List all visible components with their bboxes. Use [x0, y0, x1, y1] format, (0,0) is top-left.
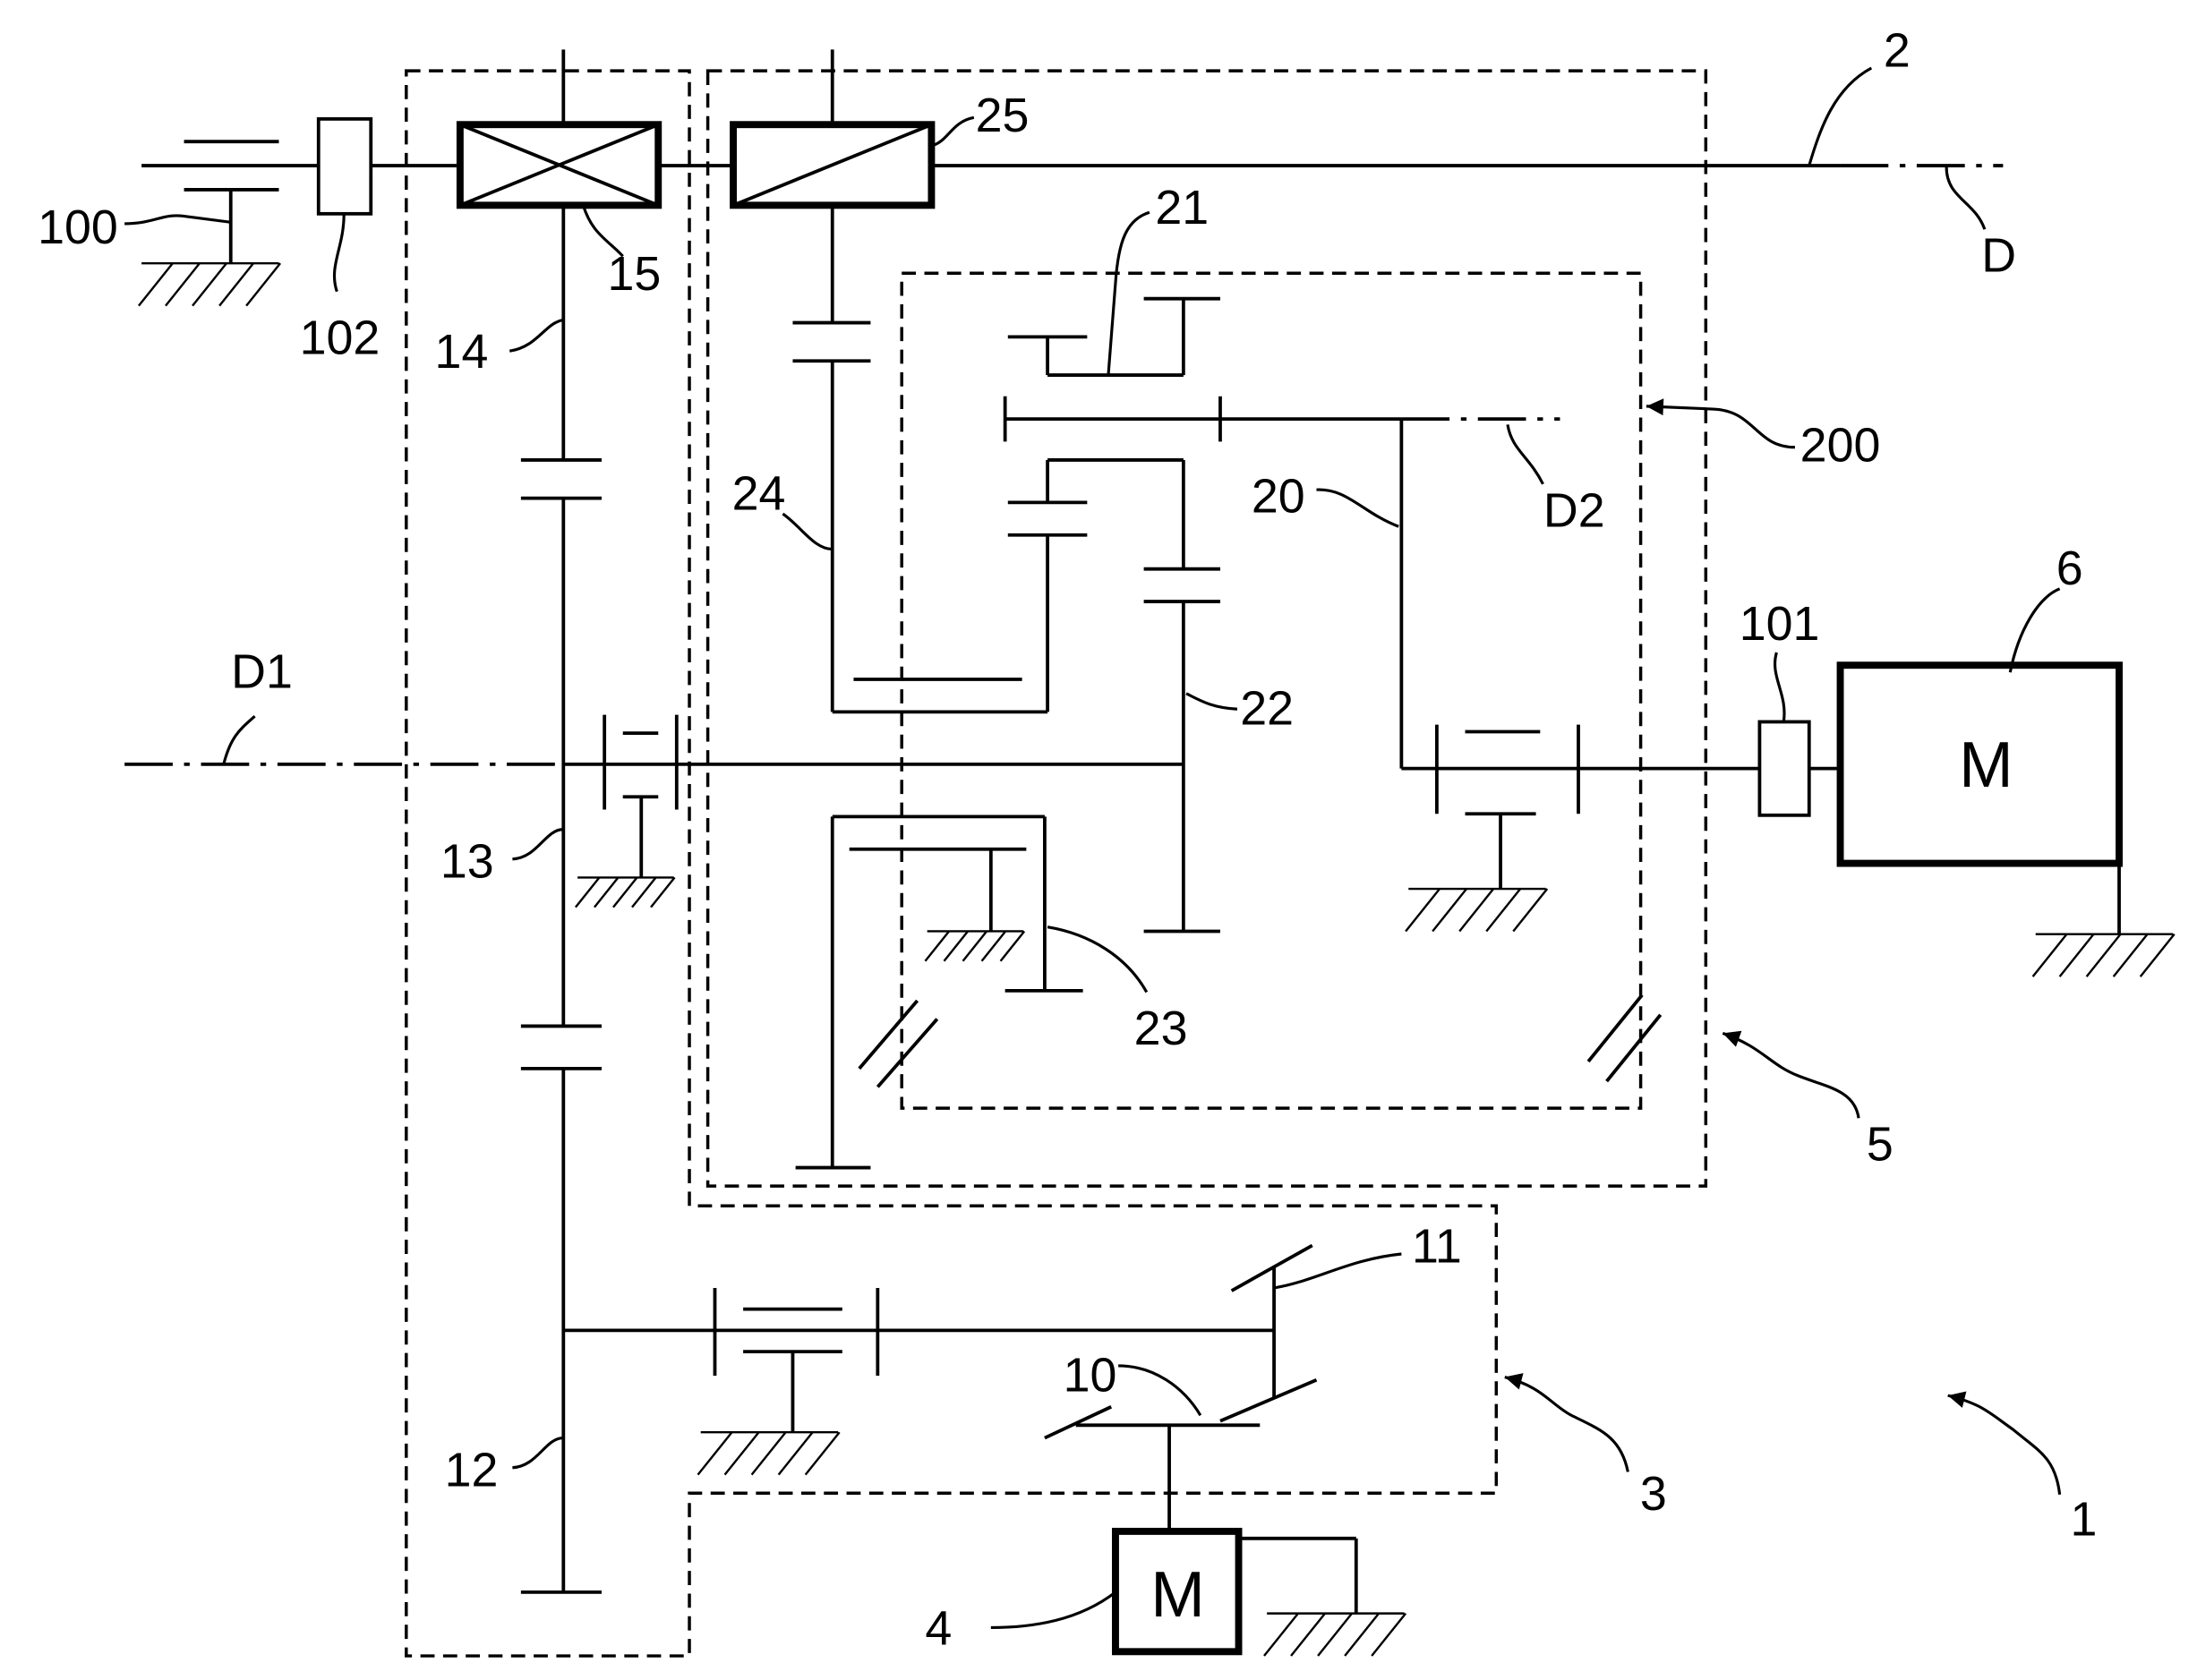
- leader-6: [2010, 589, 2059, 672]
- bevel-face-line: [1232, 1246, 1312, 1292]
- break-mark-line: [1607, 1015, 1661, 1081]
- label-200: 200: [1800, 419, 1881, 473]
- leader-d2: [1508, 424, 1543, 483]
- motor-6-glyph: M: [1959, 729, 2013, 801]
- label-2: 2: [1884, 23, 1911, 77]
- leader-21: [1108, 212, 1150, 373]
- label-13: 13: [440, 834, 494, 888]
- label-102: 102: [300, 311, 380, 364]
- leader-22: [1186, 694, 1237, 709]
- leader-arrow-3: [1505, 1377, 1629, 1472]
- leader-d: [1946, 167, 1985, 230]
- label-22: 22: [1240, 682, 1294, 736]
- leader-arrow-5: [1723, 1033, 1859, 1118]
- break-mark-line: [877, 1019, 936, 1087]
- bearing-d1: [576, 715, 677, 908]
- ground-symbol-use: [576, 877, 675, 907]
- label-15: 15: [607, 247, 661, 301]
- break-mark-line: [1588, 995, 1642, 1062]
- leader-4: [991, 1592, 1116, 1628]
- label-23: 23: [1134, 1002, 1188, 1055]
- leader-12: [512, 1438, 563, 1468]
- motor-4-glyph: M: [1150, 1558, 1205, 1631]
- break-marks: [859, 995, 1661, 1087]
- gear-23: [796, 816, 1083, 1167]
- axis-d2: [1005, 397, 1560, 442]
- label-101: 101: [1740, 597, 1820, 651]
- leader-24: [782, 514, 832, 550]
- leader-13: [512, 830, 563, 859]
- reference-labels: 2 25 100 102 15 14 21 D 200 24 20 D2 6 1…: [38, 23, 2097, 1655]
- label-3: 3: [1640, 1467, 1667, 1521]
- label-d2: D2: [1543, 483, 1605, 537]
- ground-symbol-use: [1264, 1614, 1406, 1656]
- leader-100: [124, 216, 231, 224]
- leader-11: [1274, 1254, 1401, 1288]
- bevel-face-line: [1045, 1407, 1111, 1438]
- leader-arrow-1: [1948, 1395, 2060, 1495]
- label-1: 1: [2071, 1493, 2098, 1547]
- label-100: 100: [38, 200, 118, 254]
- ground-symbol-use: [139, 263, 280, 305]
- vertical-shaft-14-13-12: [521, 205, 602, 1592]
- label-11: 11: [1412, 1219, 1462, 1273]
- bevel-face-line: [1220, 1380, 1317, 1421]
- bearing-right: [1406, 725, 1578, 932]
- leader-23: [1047, 927, 1147, 993]
- gear-15: [460, 49, 658, 205]
- leader-arrow-200: [1646, 406, 1795, 448]
- shaft-24-train: [792, 205, 1220, 931]
- leader-25: [931, 117, 973, 146]
- leader-102: [334, 214, 344, 292]
- label-20: 20: [1252, 469, 1305, 523]
- ground-symbol-use: [2033, 934, 2175, 976]
- label-24: 24: [732, 466, 786, 520]
- dashed-outlines: [406, 71, 1706, 1656]
- label-14: 14: [435, 325, 489, 379]
- break-mark-line: [859, 1001, 918, 1069]
- leader-10: [1118, 1366, 1201, 1415]
- label-d1: D1: [231, 645, 293, 699]
- leader-14: [509, 320, 563, 351]
- motor-4-assembly: M: [1116, 1531, 1406, 1656]
- assembly-5-outline: [708, 71, 1706, 1186]
- leader-101: [1775, 652, 1784, 721]
- leader-d1: [224, 716, 255, 764]
- label-d: D: [1981, 229, 2016, 283]
- label-4: 4: [925, 1601, 952, 1655]
- label-12: 12: [445, 1443, 499, 1497]
- gear-25-diagonal-line: [733, 124, 931, 205]
- leader-20: [1317, 490, 1399, 526]
- assembly-3-outline: [406, 71, 1497, 1656]
- motor-6-assembly: M: [1759, 665, 2174, 976]
- label-6: 6: [2056, 542, 2083, 595]
- label-10: 10: [1064, 1348, 1117, 1402]
- label-21: 21: [1155, 181, 1209, 235]
- ground-symbol-use: [925, 931, 1024, 960]
- label-25: 25: [976, 89, 1030, 142]
- leader-2: [1809, 68, 1872, 166]
- ground-symbol-use: [698, 1432, 840, 1474]
- coupling-102-box: [319, 119, 372, 214]
- gear-25: [733, 49, 931, 205]
- ground-symbol-use: [1406, 889, 1547, 931]
- coupling-101-box: [1759, 721, 1808, 814]
- bevel-gear-11: [1220, 1246, 1317, 1421]
- bevel-gear-10: [1045, 1407, 1260, 1531]
- label-5: 5: [1867, 1118, 1894, 1172]
